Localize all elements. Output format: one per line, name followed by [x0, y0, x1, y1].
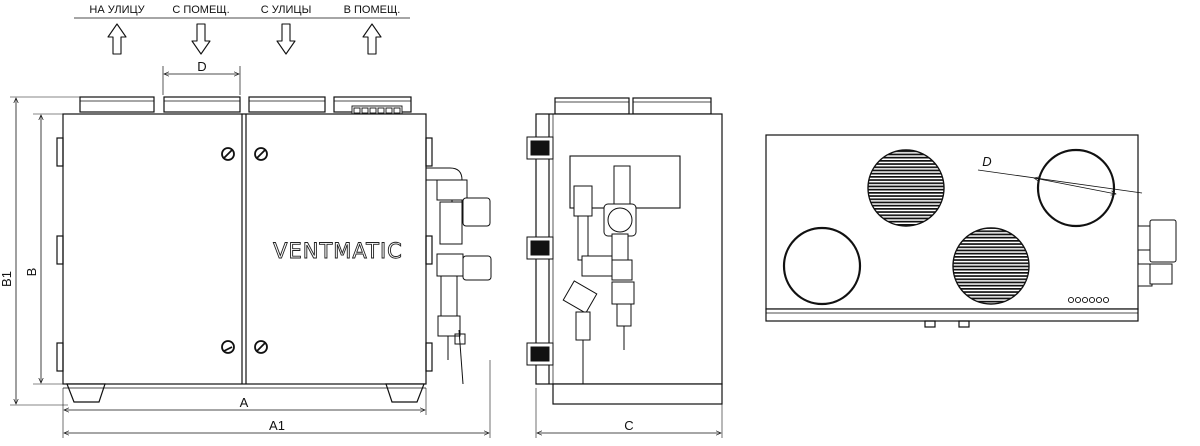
- dimension-label-d-front: D: [197, 59, 206, 74]
- airflow-arrows: [107, 23, 382, 55]
- arrow-down-icon: [276, 23, 296, 55]
- airflow-label-exhaust: НА УЛИЦУ: [89, 4, 145, 16]
- dimension-label-b: B: [24, 268, 39, 277]
- spigot-open: [782, 226, 862, 306]
- connector-block: [351, 105, 403, 115]
- front-view: [56, 66, 492, 403]
- dimension-label-a1: A1: [269, 418, 285, 433]
- front-dimensions: [10, 96, 491, 438]
- pipework-front: [426, 167, 492, 385]
- brand-logo: VENTMATIC: [273, 239, 403, 263]
- hinge-icon: [526, 136, 554, 366]
- arrow-up-icon: [107, 23, 127, 55]
- airflow-labels: НА УЛИЦУ С ПОМЕЩ. С УЛИЦЫ В ПОМЕЩ.: [74, 4, 410, 19]
- dimension-label-c: C: [624, 418, 633, 433]
- spigot-grille: [952, 227, 1030, 305]
- top-view: [765, 134, 1177, 328]
- side-dimensions: [535, 388, 723, 438]
- spigot-open: [1036, 148, 1116, 228]
- door-lock-icon: [221, 147, 268, 354]
- arrow-up-icon: [362, 23, 382, 55]
- dimension-label-d-top: D: [982, 154, 991, 169]
- dimension-label-a: A: [240, 395, 249, 410]
- airflow-label-supply: В ПОМЕЩ.: [344, 4, 401, 16]
- connector-block: [1067, 296, 1110, 304]
- dimension-label-b1: B1: [0, 271, 14, 287]
- spigot-grille: [867, 149, 945, 227]
- airflow-label-outdoor: С УЛИЦЫ: [261, 4, 312, 16]
- front-casing: [62, 113, 427, 385]
- arrow-down-icon: [191, 23, 211, 55]
- side-view: [526, 97, 723, 405]
- side-casing: [535, 113, 723, 385]
- airflow-label-extract: С ПОМЕЩ.: [172, 4, 229, 16]
